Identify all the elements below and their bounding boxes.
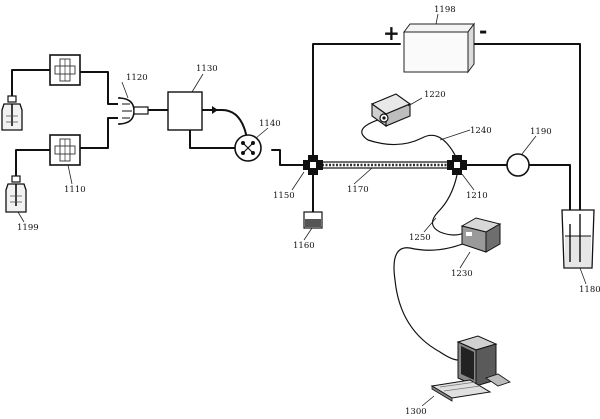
cable-detector-to-computer xyxy=(393,239,473,361)
reservoir-bottle-icon xyxy=(1,95,23,131)
pump-icon xyxy=(49,134,81,166)
label-1180: 1180 xyxy=(579,285,600,295)
line-1130-lower-to-valve xyxy=(189,129,237,149)
label-1160: 1160 xyxy=(293,241,315,251)
line-pump2-to-mixer xyxy=(79,117,119,149)
line-junction-to-plus xyxy=(312,43,401,156)
label-1250: 1250 xyxy=(409,233,431,243)
plus-terminal-label: + xyxy=(383,21,400,45)
detector-icon xyxy=(460,217,502,253)
label-1300: 1300 xyxy=(405,407,427,417)
fiber-1250 xyxy=(431,174,467,236)
waste-beaker-icon xyxy=(561,209,595,269)
label-1199: 1199 xyxy=(17,223,39,233)
line-1130-to-valve xyxy=(201,109,247,135)
label-1210: 1210 xyxy=(466,191,488,201)
line-bottle-top-to-pump xyxy=(11,69,51,99)
line-pump1-to-mixer xyxy=(79,71,119,105)
label-1120: 1120 xyxy=(126,73,148,83)
label-1240: 1240 xyxy=(470,126,492,136)
injector-valve-icon xyxy=(234,134,262,162)
leader-lines xyxy=(17,13,587,407)
line-sensor-to-waste xyxy=(528,164,571,223)
label-1170: 1170 xyxy=(347,185,369,195)
capillary-column-icon xyxy=(319,161,455,169)
label-1140: 1140 xyxy=(259,119,281,129)
controller-box-1130 xyxy=(167,91,203,131)
reference-labels: 1120 1130 1140 1110 1199 1150 1160 1170 … xyxy=(17,5,600,417)
cross-junction-icon xyxy=(303,155,323,175)
flow-sensor-icon xyxy=(506,153,530,177)
light-source-icon xyxy=(370,93,412,128)
line-bottle-bottom-to-pump xyxy=(15,149,51,179)
label-1110: 1110 xyxy=(64,185,86,195)
line-minus-to-waste xyxy=(469,43,581,211)
label-1130: 1130 xyxy=(196,64,218,74)
tubing-lines xyxy=(11,43,581,361)
line-valve-to-junction xyxy=(271,149,305,166)
reservoir-bottle-icon xyxy=(5,175,27,213)
mixer-icon xyxy=(117,96,149,126)
computer-icon xyxy=(430,335,511,402)
cross-junction-icon xyxy=(447,155,467,175)
fiber-1240 xyxy=(361,117,456,156)
label-1220: 1220 xyxy=(424,90,446,100)
label-1190: 1190 xyxy=(530,127,552,137)
power-supply-icon xyxy=(403,22,475,74)
label-1198: 1198 xyxy=(434,5,456,15)
label-1150: 1150 xyxy=(273,191,295,201)
minus-terminal-label: - xyxy=(479,19,487,43)
sample-vial-icon xyxy=(303,211,323,229)
pump-icon xyxy=(49,54,81,86)
flow-arrow-icon xyxy=(212,106,218,114)
label-1230: 1230 xyxy=(451,269,473,279)
